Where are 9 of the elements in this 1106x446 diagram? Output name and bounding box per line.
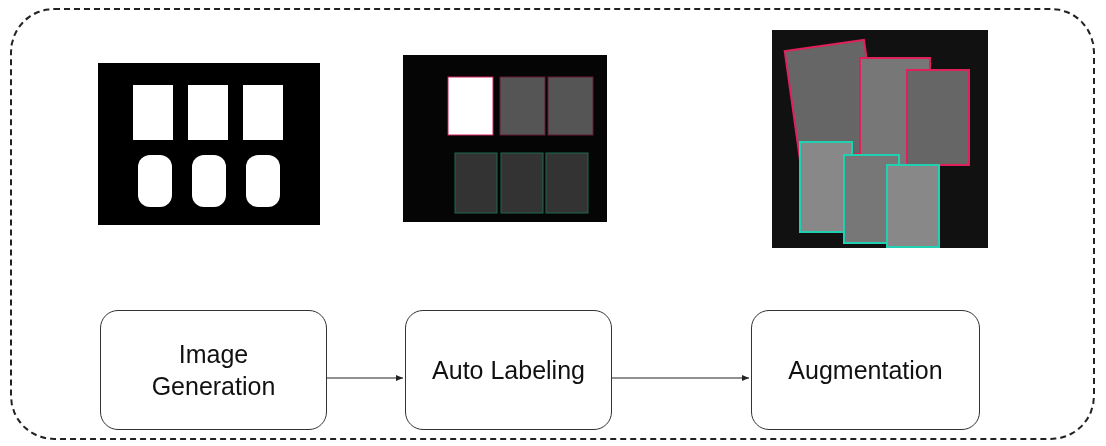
dashed-frame: [10, 8, 1095, 440]
step-label: Auto Labeling: [432, 354, 585, 386]
step-label: Image Generation: [150, 338, 277, 402]
arrow: [609, 375, 750, 381]
process-box: [100, 310, 327, 430]
step-label: Augmentation: [788, 354, 943, 386]
process-box: [751, 310, 980, 430]
process-box: [405, 310, 612, 430]
arrow: [324, 375, 404, 381]
